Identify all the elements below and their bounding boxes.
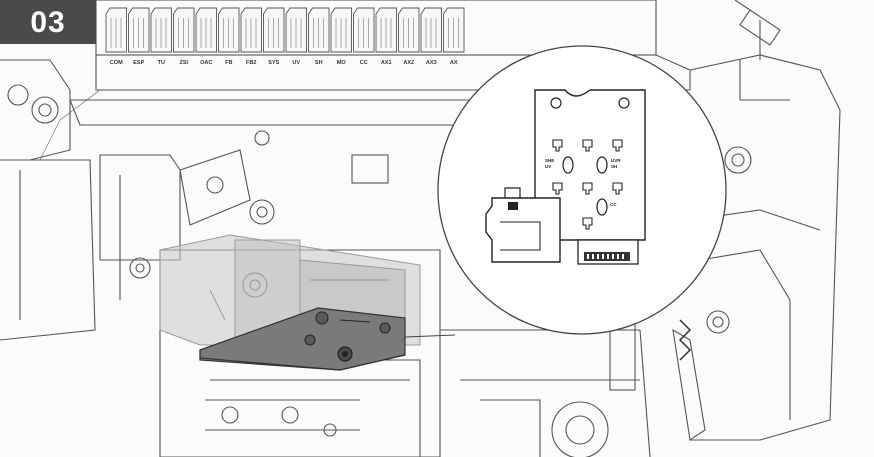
terminal-label: AX2 xyxy=(403,60,414,66)
pcb-terminal xyxy=(552,182,563,195)
terminal-label: AX xyxy=(450,60,458,66)
pcb-terminal xyxy=(552,139,563,152)
pcb-terminals xyxy=(552,139,623,230)
pcb-terminal xyxy=(582,139,593,152)
spring xyxy=(678,319,692,361)
terminal-label: FB xyxy=(225,60,232,66)
pcb-label-cc: CC xyxy=(610,202,617,207)
pcb-label-uv: UV xyxy=(545,164,551,169)
callout-leader xyxy=(404,334,456,338)
pcb-label-uvr: UVR xyxy=(611,158,621,163)
pcb-terminal xyxy=(582,182,593,195)
terminal-label: AX1 xyxy=(381,60,392,66)
pcb-terminal xyxy=(612,182,623,195)
pcb-terminal xyxy=(582,217,593,230)
terminal-label: ZSI xyxy=(179,60,188,66)
terminal-label: MO xyxy=(337,60,347,66)
terminal-label: COM xyxy=(110,60,123,66)
terminal-label: UV xyxy=(292,60,300,66)
terminal-label: AX3 xyxy=(426,60,437,66)
terminal-label: ESP xyxy=(133,60,144,66)
pcb-terminal xyxy=(612,139,623,152)
accessory-plate xyxy=(199,307,406,371)
terminal-label: FB2 xyxy=(246,60,256,66)
pcb-label-sh: SH xyxy=(611,164,617,169)
pcb-label-she: SHE xyxy=(545,158,554,163)
terminal-label: SH xyxy=(315,60,323,66)
terminal-block-row: COM ESP TU ZSI OAC FB FB2 SYS UV SH MO CC AX1 AX2 AX3 A… xyxy=(105,7,465,66)
terminal-label: OAC xyxy=(200,60,212,66)
terminal-label: CC xyxy=(360,60,368,66)
terminal-label: TU xyxy=(158,60,165,66)
step-number-badge: 03 xyxy=(0,0,96,44)
terminal-label: SYS xyxy=(268,60,279,66)
magnifier-callout: SHE UV UVR SH CC xyxy=(437,45,727,335)
